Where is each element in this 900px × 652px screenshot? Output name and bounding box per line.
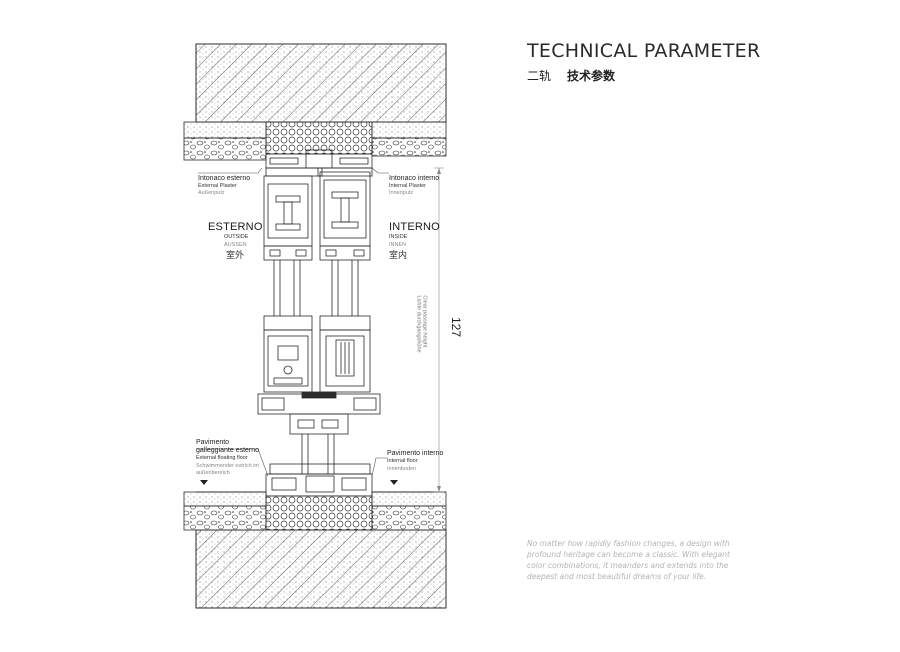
lower-glass — [301, 434, 335, 474]
glass-panes — [273, 260, 359, 316]
label-passage-en: Clear passage height — [421, 295, 428, 348]
page-title: TECHNICAL PARAMETER — [527, 40, 761, 62]
top-plaster — [183, 121, 447, 161]
label-inside-de: INNEN — [389, 242, 407, 248]
dimension-line — [434, 167, 444, 493]
label-floor-int-de: Innenboden — [387, 466, 417, 472]
label-passage-height: Clear passage height Lichte durchgangshö… — [416, 295, 428, 352]
label-floor-int-it: Pavimento interno — [387, 450, 444, 457]
label-outside-zh: 室外 — [226, 251, 245, 261]
page-subtitle: 二轨 技术参数 — [527, 67, 615, 84]
upper-sash-left — [263, 175, 313, 261]
description-text: No matter how rapidly fashion changes, a… — [527, 539, 730, 581]
label-inside-zh: 室内 — [389, 251, 408, 261]
label-floor-int-en: Internal floor — [387, 458, 418, 464]
label-plaster-int-de: Innenputz — [389, 190, 414, 196]
label-plaster-ext-it: Intonaco esterno — [198, 175, 251, 182]
bottom-frame-profile — [265, 463, 373, 497]
top-slab — [195, 43, 447, 123]
upper-sash-right — [319, 171, 371, 261]
label-inside-it: INTERNO — [389, 221, 440, 233]
label-floor-ext-de: Schwimmender estrich im außenbereich — [196, 463, 259, 476]
label-outside-it: ESTERNO — [208, 221, 263, 233]
label-floor-ext-en: External floating floor — [196, 455, 248, 461]
label-outside-en: OUTSIDE — [224, 234, 249, 240]
floor-marker-left — [200, 480, 208, 485]
lower-sash-right — [319, 315, 371, 393]
label-inside-en: INSIDE — [389, 234, 408, 240]
sill-profile — [257, 391, 381, 435]
label-passage-de: Lichte durchgangshöhe — [415, 295, 422, 353]
subtitle-tracks: 二轨 — [527, 69, 552, 83]
label-plaster-ext-de: Außenputz — [198, 190, 225, 196]
label-plaster-int-it: Intonaco interno — [389, 175, 440, 182]
label-outside-de: AUSSEN — [224, 242, 247, 248]
bottom-plaster — [183, 491, 447, 531]
label-plaster-ext-en: External Plaster — [198, 183, 237, 189]
bottom-slab — [195, 529, 447, 609]
label-plaster-int-en: Internal Plaster — [389, 183, 426, 189]
leader-lines — [196, 167, 389, 477]
dimension-value: 127 — [449, 316, 464, 338]
floor-marker-right — [390, 480, 398, 485]
lower-sash-left — [263, 315, 313, 393]
label-floor-ext-it: Pavimento galleggiante esterno — [196, 439, 260, 454]
subtitle-params: 技术参数 — [567, 69, 616, 83]
